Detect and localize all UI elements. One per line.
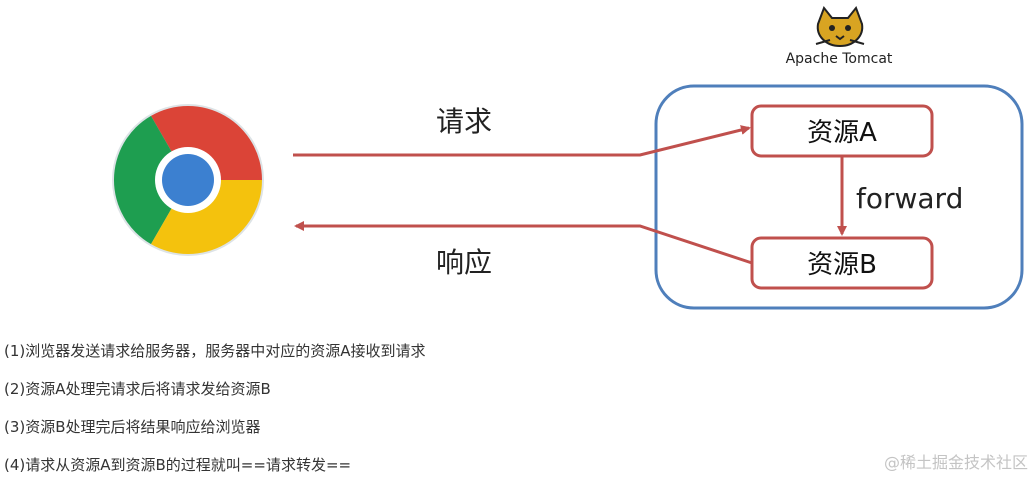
server-container xyxy=(654,84,1024,310)
response-arrow xyxy=(294,221,753,265)
response-label: 响应 xyxy=(436,246,492,279)
request-arrow xyxy=(293,125,751,157)
forward-label: forward xyxy=(856,182,963,215)
steps-list: (1)浏览器发送请求给服务器，服务器中对应的资源A接收到请求 (2)资源A处理完… xyxy=(4,340,426,492)
watermark: @稀土掘金技术社区 xyxy=(883,453,1028,472)
step-2: (2)资源A处理完请求后将请求发给资源B xyxy=(4,380,271,398)
chrome-logo-icon xyxy=(112,104,264,256)
request-label: 请求 xyxy=(436,105,492,138)
step-1: (1)浏览器发送请求给服务器，服务器中对应的资源A接收到请求 xyxy=(4,342,426,360)
resource-b-label: 资源B xyxy=(807,250,877,280)
step-4: (4)请求从资源A到资源B的过程就叫==请求转发== xyxy=(4,456,352,474)
resource-a-label: 资源A xyxy=(807,118,877,148)
forward-diagram: Apache Tomcat 资源A 资源B 请求 响应 forward xyxy=(112,6,1024,310)
step-3: (3)资源B处理完后将结果响应给浏览器 xyxy=(4,418,261,436)
resource-a-box xyxy=(750,104,934,158)
server-name: Apache Tomcat xyxy=(786,51,893,67)
tomcat-cat-icon xyxy=(815,6,865,48)
